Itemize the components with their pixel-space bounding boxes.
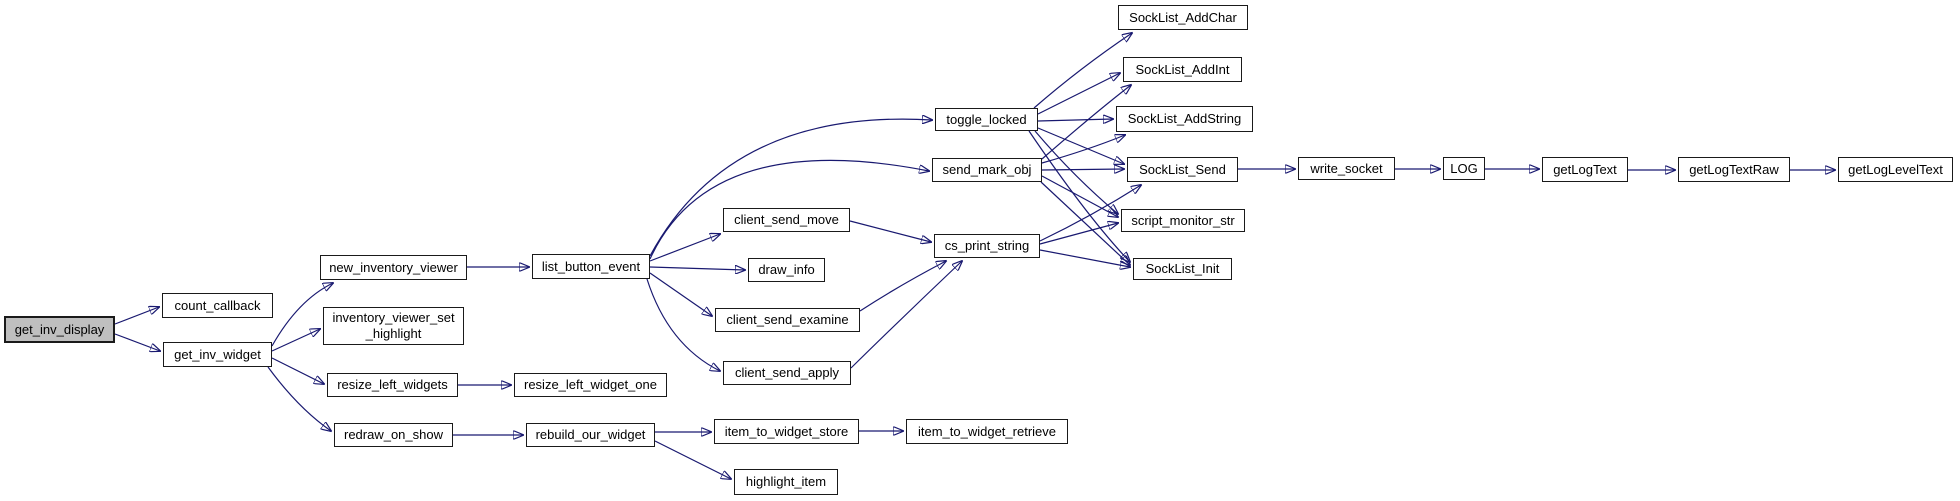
node-label: client_send_move — [734, 212, 839, 227]
node-highlight_item[interactable]: highlight_item — [734, 469, 838, 495]
edge-list_button_event-to-draw_info — [649, 267, 745, 270]
node-list_button_event[interactable]: list_button_event — [532, 254, 650, 279]
node-get_inv_widget[interactable]: get_inv_widget — [163, 342, 272, 367]
edge-list_button_event-to-client_send_move — [649, 234, 720, 262]
edge-toggle_locked-to-SockList_AddString — [1037, 119, 1113, 121]
node-SockList_Send[interactable]: SockList_Send — [1127, 157, 1238, 182]
edge-get_inv_display-to-count_callback — [114, 307, 159, 325]
edge-toggle_locked-to-SockList_Init — [1028, 130, 1130, 262]
node-label: getLogLevelText — [1848, 161, 1943, 177]
node-label: client_send_apply — [734, 365, 840, 380]
node-send_mark_obj[interactable]: send_mark_obj — [932, 158, 1042, 182]
edge-toggle_locked-to-SockList_AddInt — [1037, 73, 1120, 115]
node-get_inv_display: get_inv_display — [4, 316, 115, 343]
edge-toggle_locked-to-SockList_Send — [1037, 127, 1124, 164]
edge-client_send_apply-to-cs_print_string — [850, 261, 962, 369]
edge-get_inv_widget-to-resize_left_widgets — [271, 357, 324, 384]
node-label: highlight_item — [745, 474, 827, 489]
node-getLogLevelText[interactable]: getLogLevelText — [1838, 157, 1953, 182]
edge-client_send_examine-to-cs_print_string — [859, 261, 946, 312]
node-label: get_inv_display — [14, 321, 105, 337]
node-SockList_AddInt[interactable]: SockList_AddInt — [1123, 57, 1242, 82]
node-label: resize_left_widgets — [337, 377, 448, 392]
node-rebuild_our_widget[interactable]: rebuild_our_widget — [526, 423, 655, 447]
node-client_send_examine[interactable]: client_send_examine — [715, 308, 860, 332]
node-getLogTextRaw[interactable]: getLogTextRaw — [1678, 157, 1790, 182]
node-label: getLogText — [1553, 161, 1617, 177]
edge-client_send_move-to-cs_print_string — [849, 220, 931, 242]
node-label: item_to_widget_retrieve — [917, 423, 1057, 439]
node-label: SockList_Send — [1139, 161, 1226, 177]
node-write_socket[interactable]: write_socket — [1298, 157, 1395, 180]
edge-toggle_locked-to-script_monitor_str — [1034, 130, 1118, 214]
node-label: getLogTextRaw — [1689, 161, 1779, 177]
node-label: inventory_viewer_set _highlight — [332, 310, 455, 341]
node-SockList_AddString[interactable]: SockList_AddString — [1116, 106, 1253, 132]
edge-list_button_event-to-client_send_apply — [646, 278, 720, 371]
node-script_monitor_str[interactable]: script_monitor_str — [1121, 209, 1245, 232]
node-resize_left_widget_one[interactable]: resize_left_widget_one — [514, 373, 667, 397]
node-label: rebuild_our_widget — [535, 427, 646, 442]
node-item_to_widget_store[interactable]: item_to_widget_store — [714, 419, 859, 444]
node-label: SockList_AddChar — [1129, 9, 1237, 25]
node-SockList_AddChar[interactable]: SockList_AddChar — [1118, 5, 1248, 30]
edge-rebuild_our_widget-to-highlight_item — [654, 440, 731, 479]
node-resize_left_widgets[interactable]: resize_left_widgets — [327, 373, 458, 397]
edge-send_mark_obj-to-script_monitor_str — [1041, 175, 1118, 217]
edge-cs_print_string-to-SockList_Init — [1039, 249, 1130, 267]
edge-get_inv_widget-to-redraw_on_show — [267, 366, 331, 431]
node-SockList_Init[interactable]: SockList_Init — [1133, 258, 1232, 280]
node-label: get_inv_widget — [174, 346, 261, 362]
edge-send_mark_obj-to-SockList_AddString — [1041, 135, 1125, 164]
node-label: LOG — [1450, 160, 1478, 176]
edge-list_button_event-to-send_mark_obj — [649, 159, 929, 260]
node-label: count_callback — [174, 297, 261, 313]
edge-send_mark_obj-to-SockList_Send — [1041, 169, 1124, 170]
node-label: draw_info — [758, 262, 815, 277]
node-label: SockList_AddInt — [1135, 61, 1230, 77]
node-label: resize_left_widget_one — [524, 377, 657, 392]
node-label: script_monitor_str — [1131, 212, 1235, 228]
edge-send_mark_obj-to-SockList_AddInt — [1041, 85, 1131, 160]
edge-send_mark_obj-to-SockList_Init — [1040, 181, 1130, 265]
edge-toggle_locked-to-SockList_AddChar — [1033, 33, 1132, 109]
edge-cs_print_string-to-script_monitor_str — [1039, 223, 1118, 245]
node-redraw_on_show[interactable]: redraw_on_show — [334, 423, 453, 447]
node-item_to_widget_retrieve[interactable]: item_to_widget_retrieve — [906, 419, 1068, 444]
edge-get_inv_widget-to-new_inventory_viewer — [271, 283, 333, 347]
node-label: write_socket — [1310, 160, 1383, 176]
node-label: new_inventory_viewer — [329, 259, 458, 275]
node-label: SockList_AddString — [1127, 111, 1242, 126]
node-inventory_viewer_set_highlight[interactable]: inventory_viewer_set _highlight — [323, 307, 464, 345]
node-new_inventory_viewer[interactable]: new_inventory_viewer — [320, 255, 467, 280]
edge-cs_print_string-to-SockList_Send — [1039, 185, 1141, 242]
node-label: list_button_event — [541, 258, 641, 274]
node-label: send_mark_obj — [942, 162, 1032, 177]
edge-get_inv_widget-to-inventory_viewer_set_highlight — [271, 329, 320, 352]
node-label: toggle_locked — [946, 111, 1027, 127]
node-LOG[interactable]: LOG — [1443, 157, 1485, 180]
node-label: item_to_widget_store — [724, 423, 849, 439]
node-draw_info[interactable]: draw_info — [748, 258, 825, 282]
node-toggle_locked[interactable]: toggle_locked — [935, 108, 1038, 131]
node-client_send_move[interactable]: client_send_move — [723, 208, 850, 232]
node-count_callback[interactable]: count_callback — [162, 293, 273, 318]
edge-get_inv_display-to-get_inv_widget — [114, 333, 160, 351]
node-getLogText[interactable]: getLogText — [1542, 157, 1628, 182]
node-label: cs_print_string — [944, 238, 1030, 253]
node-client_send_apply[interactable]: client_send_apply — [723, 361, 851, 385]
edge-list_button_event-to-client_send_examine — [649, 272, 712, 316]
node-label: SockList_Init — [1145, 261, 1220, 276]
node-label: redraw_on_show — [343, 427, 443, 442]
node-cs_print_string[interactable]: cs_print_string — [934, 234, 1040, 258]
node-label: client_send_examine — [726, 312, 849, 327]
edge-list_button_event-to-toggle_locked — [649, 119, 932, 257]
